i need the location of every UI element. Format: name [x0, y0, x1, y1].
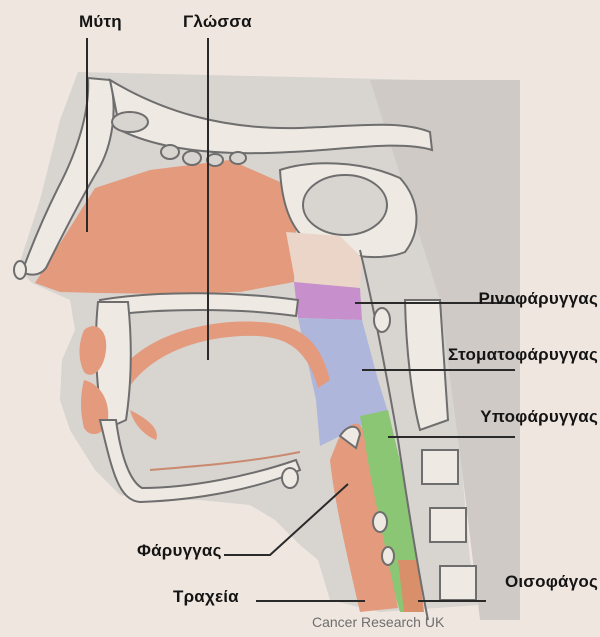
label-tongue: Γλώσσα: [183, 12, 252, 32]
trachea-ring-2: [382, 547, 394, 565]
sinus-3: [183, 151, 201, 165]
label-hypopharynx: Υποφάρυγγας: [480, 407, 598, 427]
nasopharynx-region: [294, 282, 362, 320]
hyoid-bone: [282, 468, 298, 488]
vertebra-atlas: [374, 308, 390, 332]
vertebra-c3: [422, 450, 458, 484]
sinus-1: [112, 112, 148, 132]
sinus-4: [207, 154, 223, 166]
label-trachea: Τραχεία: [173, 587, 239, 607]
trachea-ring-1: [373, 512, 387, 532]
sinus-5: [230, 152, 246, 164]
label-oesophagus: Οισοφάγος: [505, 572, 598, 592]
image-credit: Cancer Research UK: [312, 614, 444, 630]
sinus-2: [161, 145, 179, 159]
label-nose: Μύτη: [79, 12, 122, 32]
sphenoid-sinus: [303, 175, 387, 235]
label-nasopharynx: Ρινοφάρυγγας: [478, 289, 598, 309]
label-pharynx: Φάρυγγας: [137, 541, 222, 561]
vertebra-c5: [440, 566, 476, 600]
vertebra-c4: [430, 508, 466, 542]
label-oropharynx: Στοματοφάρυγγας: [448, 345, 598, 365]
nostril: [14, 261, 26, 279]
